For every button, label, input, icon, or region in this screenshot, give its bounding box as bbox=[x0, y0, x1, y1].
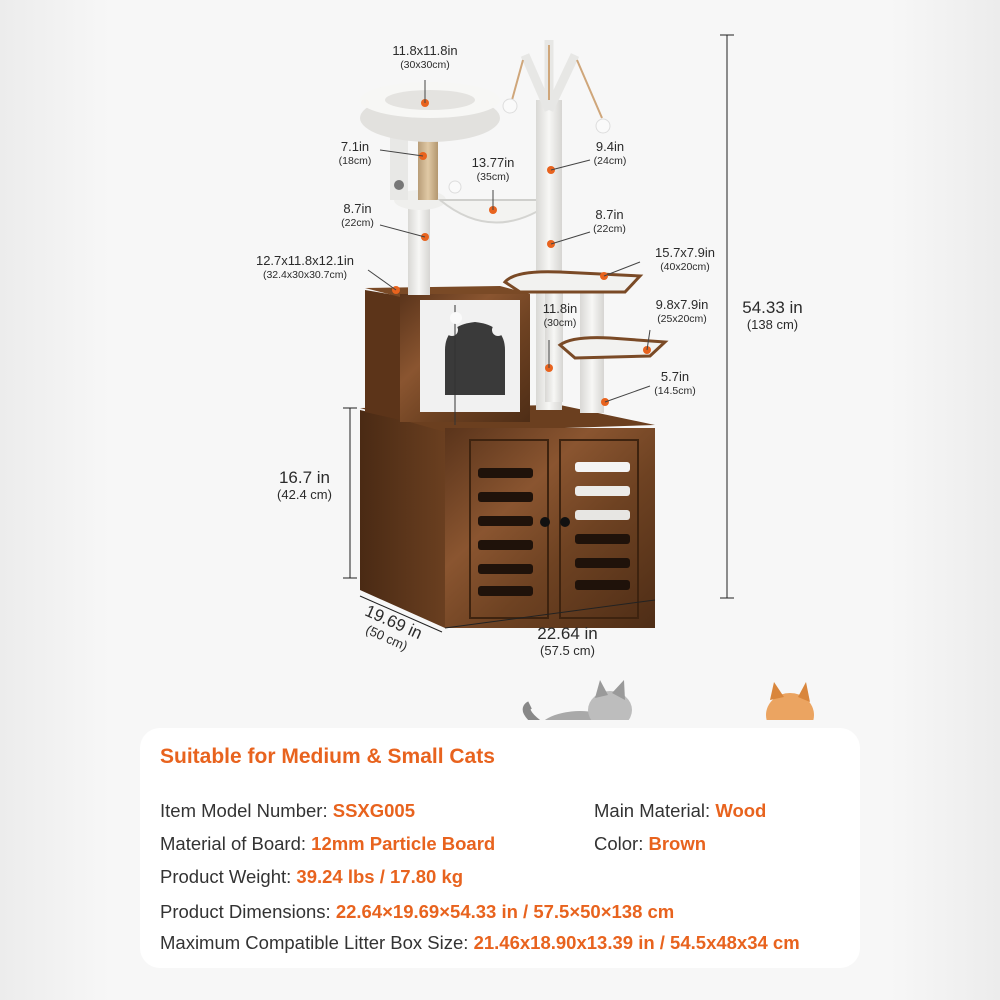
spec-label: Color: bbox=[594, 833, 649, 854]
cat-tree-illustration bbox=[343, 34, 814, 720]
spec-value: 22.64×19.69×54.33 in / 57.5×50×138 cm bbox=[335, 901, 675, 922]
label-top-platform: 11.8x11.8in (30x30cm) bbox=[392, 43, 458, 71]
condo-box bbox=[365, 286, 530, 425]
spec-board-material: Material of Board: 12mm Particle Board bbox=[160, 833, 495, 855]
spec-dimensions: Product Dimensions: 22.64×19.69×54.33 in… bbox=[160, 901, 674, 923]
spec-label: Product Dimensions: bbox=[160, 901, 336, 922]
spec-model-number: Item Model Number: SSXG005 bbox=[160, 800, 415, 822]
label-cabinet-height: 16.7 in (42.4 cm) bbox=[277, 468, 332, 502]
spec-value: 21.46x18.90x13.39 in / 54.5x48x34 cm bbox=[473, 932, 800, 953]
label-perch-lower: 9.8x7.9in (25x20cm) bbox=[655, 297, 709, 325]
spec-value: Wood bbox=[715, 800, 767, 821]
spec-card-title: Suitable for Medium & Small Cats bbox=[160, 745, 495, 768]
label-hammock: 13.77in (35cm) bbox=[471, 155, 515, 183]
label-post-left-upper: 7.1in (18cm) bbox=[338, 139, 372, 167]
label-total-height: 54.33 in (138 cm) bbox=[742, 298, 803, 332]
label-post-right-upper: 9.4in (24cm) bbox=[593, 139, 627, 167]
spec-litter-box-size: Maximum Compatible Litter Box Size: 21.4… bbox=[160, 932, 800, 954]
label-post-left-lower: 8.7in (22cm) bbox=[341, 201, 374, 229]
label-condo: 12.7x11.8x12.1in (32.4x30x30.7cm) bbox=[255, 253, 355, 281]
gray-cat-photo bbox=[522, 680, 632, 720]
cabinet bbox=[360, 405, 655, 628]
label-perch-upper: 15.7x7.9in (40x20cm) bbox=[655, 245, 715, 273]
spec-label: Product Weight: bbox=[160, 866, 297, 887]
spec-weight: Product Weight: 39.24 lbs / 17.80 kg bbox=[160, 866, 463, 888]
label-post-center: 11.8in (30cm) bbox=[542, 301, 578, 329]
spec-card: Suitable for Medium & Small Cats Item Mo… bbox=[140, 728, 860, 968]
label-post-right-middle: 8.7in (22cm) bbox=[593, 207, 626, 235]
perches bbox=[502, 270, 669, 413]
spec-main-material: Main Material: Wood bbox=[594, 800, 766, 822]
left-posts bbox=[390, 120, 446, 295]
dimension-lines bbox=[343, 34, 734, 633]
label-post-short: 5.7in (14.5cm) bbox=[654, 369, 696, 397]
pointer-leaders bbox=[367, 80, 651, 403]
spec-color: Color: Brown bbox=[594, 833, 706, 855]
spec-value: 39.24 lbs / 17.80 kg bbox=[296, 866, 464, 887]
label-width: 22.64 in (57.5 cm) bbox=[537, 624, 598, 658]
orange-cat-photo bbox=[766, 682, 814, 720]
top-platform bbox=[360, 82, 500, 142]
spec-label: Maximum Compatible Litter Box Size: bbox=[160, 932, 474, 953]
spec-label: Main Material: bbox=[594, 800, 716, 821]
spec-value: Brown bbox=[648, 833, 707, 854]
spec-value: 12mm Particle Board bbox=[311, 833, 496, 854]
spec-value: SSXG005 bbox=[332, 800, 416, 821]
dimension-markers bbox=[392, 99, 651, 406]
spec-label: Item Model Number: bbox=[160, 800, 333, 821]
spec-label: Material of Board: bbox=[160, 833, 312, 854]
